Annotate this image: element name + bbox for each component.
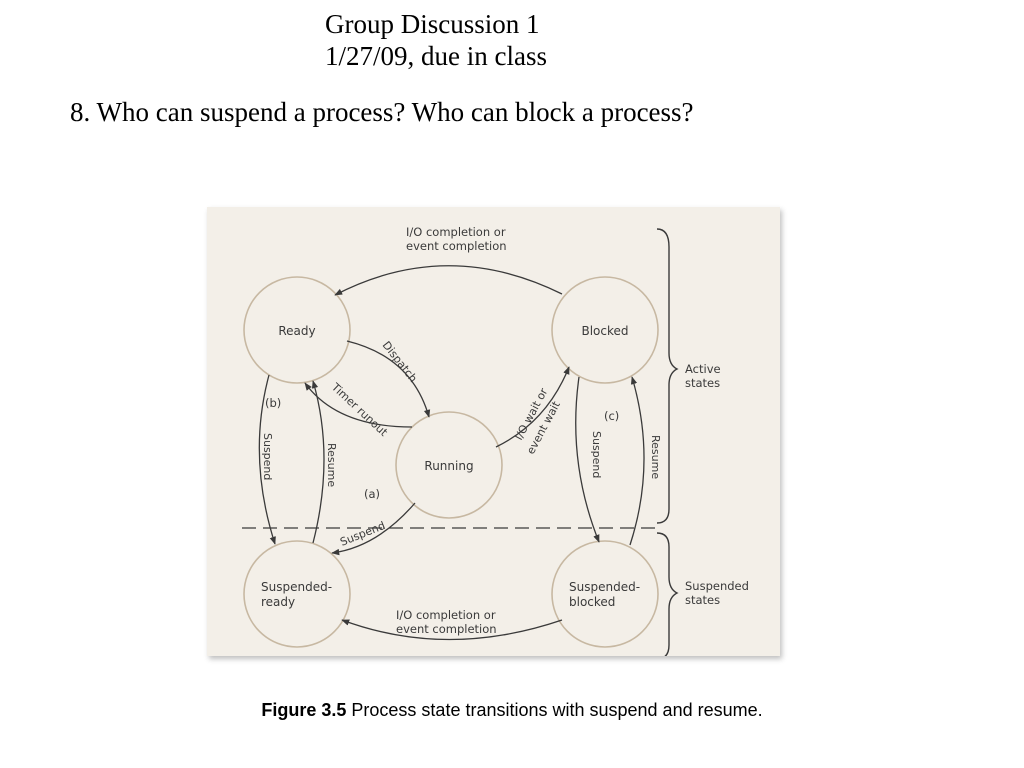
resume-c-arrow	[629, 376, 645, 546]
io-completion-top-arrow	[334, 265, 563, 296]
dispatch-arrow	[346, 340, 431, 418]
caption-text: Process state transitions with suspend a…	[346, 700, 763, 720]
marker-a: (a)	[364, 487, 380, 501]
figure-caption: Figure 3.5 Process state transitions wit…	[0, 700, 1024, 721]
resume-b-label: Resume	[325, 443, 338, 487]
io-completion-top-label-2: event completion	[406, 239, 507, 253]
suspended-ready-label-2: ready	[261, 595, 295, 609]
io-completion-top-label-1: I/O completion or	[406, 225, 506, 239]
marker-b: (b)	[265, 396, 281, 410]
suspended-ready-label-1: Suspended-	[261, 580, 332, 594]
caption-label: Figure 3.5	[261, 700, 347, 720]
resume-b-arrow	[311, 380, 325, 544]
active-states-brace	[656, 228, 679, 524]
slide-heading: Group Discussion 1 1/27/09, due in class	[325, 8, 547, 72]
suspend-b-arrow	[258, 374, 276, 545]
suspended-states-brace	[656, 532, 679, 656]
resume-c-label: Resume	[649, 435, 662, 479]
suspended-blocked-label-1: Suspended-	[569, 580, 640, 594]
running-state	[395, 411, 503, 519]
io-completion-bottom-arrow	[341, 619, 563, 641]
marker-c: (c)	[604, 409, 619, 423]
discussion-question: 8. Who can suspend a process? Who can bl…	[70, 97, 694, 127]
suspended-states-label-1: Suspended	[685, 579, 749, 593]
ready-state	[243, 276, 351, 384]
timer-runout-arrow	[304, 382, 413, 428]
blocked-state	[551, 276, 659, 384]
suspend-c-arrow	[575, 376, 600, 543]
timer-runout-label: Timer runout	[328, 380, 390, 439]
active-states-label-1: Active	[685, 362, 721, 376]
suspended-blocked-state	[551, 540, 659, 648]
io-wait-arrow	[495, 366, 570, 448]
active-states-label-2: states	[685, 376, 720, 390]
state-transition-diagram: Ready Blocked Running Suspended- ready S…	[242, 225, 749, 656]
heading-due-date: 1/27/09, due in class	[325, 41, 547, 71]
io-completion-bottom-label-2: event completion	[396, 622, 497, 636]
suspend-b-label: Suspend	[261, 433, 274, 480]
io-completion-bottom-label-1: I/O completion or	[396, 608, 496, 622]
process-state-figure: Ready Blocked Running Suspended- ready S…	[207, 207, 780, 656]
suspended-ready-state	[243, 540, 351, 648]
suspend-a-arrow	[331, 502, 416, 556]
ready-label: Ready	[278, 324, 315, 338]
blocked-label: Blocked	[581, 324, 628, 338]
dispatch-label: Dispatch	[380, 339, 420, 385]
suspended-states-label-2: states	[685, 593, 720, 607]
heading-title: Group Discussion 1	[325, 9, 540, 39]
suspended-blocked-label-2: blocked	[569, 595, 615, 609]
suspend-c-label: Suspend	[590, 431, 603, 478]
running-label: Running	[424, 459, 473, 473]
